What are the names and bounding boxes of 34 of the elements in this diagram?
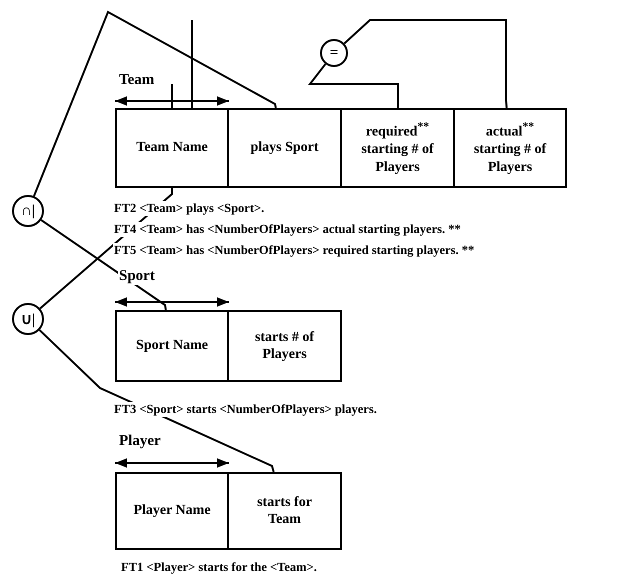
entity-name: Player — [118, 433, 162, 450]
cell-text: Sport Name — [136, 337, 208, 355]
constraint-symbol: = — [330, 44, 338, 62]
fact-type-text: FT2 <Team> plays <Sport>. — [113, 201, 266, 216]
cell-text: actual$^{**}$ starting # of Players — [472, 120, 548, 176]
table-cell — [115, 472, 229, 550]
constraint-circle — [12, 303, 44, 335]
constraint-circle — [12, 195, 44, 227]
cell-text: required$^{**}$ starting # of Players — [360, 120, 435, 176]
table-cell — [227, 108, 342, 188]
constraint-line — [344, 19, 508, 108]
cell-text: Player Name — [133, 502, 211, 520]
constraint-symbol: ∩| — [20, 202, 36, 220]
cell-text: starts # of Players — [254, 328, 316, 364]
constraint-line — [38, 329, 275, 472]
constraint-line — [308, 63, 399, 108]
constraint-symbol: ∪| — [20, 310, 36, 328]
table-cell — [340, 108, 455, 188]
cell-text: starts for Team — [256, 494, 313, 528]
cell-text: plays Sport — [250, 139, 319, 157]
constraint-circle — [320, 39, 348, 67]
table-cell — [115, 310, 229, 382]
table-cell — [115, 108, 229, 188]
constraint-line — [40, 219, 167, 310]
cell-text: Team Name — [136, 139, 208, 157]
table-cell — [227, 472, 342, 550]
fact-type-text: FT3 <Sport> starts <NumberOfPlayers> players. — [113, 402, 378, 417]
constraint-line — [33, 10, 277, 197]
fact-type-text: FT1 <Player> starts for the <Team>. — [120, 560, 318, 575]
fact-type-text: FT4 <Team> has <NumberOfPlayers> actual starting players. ** — [113, 222, 462, 237]
table-cell — [227, 310, 342, 382]
entity-name: Sport — [118, 268, 156, 285]
fact-type-text: FT5 <Team> has <NumberOfPlayers> required starting players. ** — [113, 243, 476, 258]
table-cell — [453, 108, 567, 188]
